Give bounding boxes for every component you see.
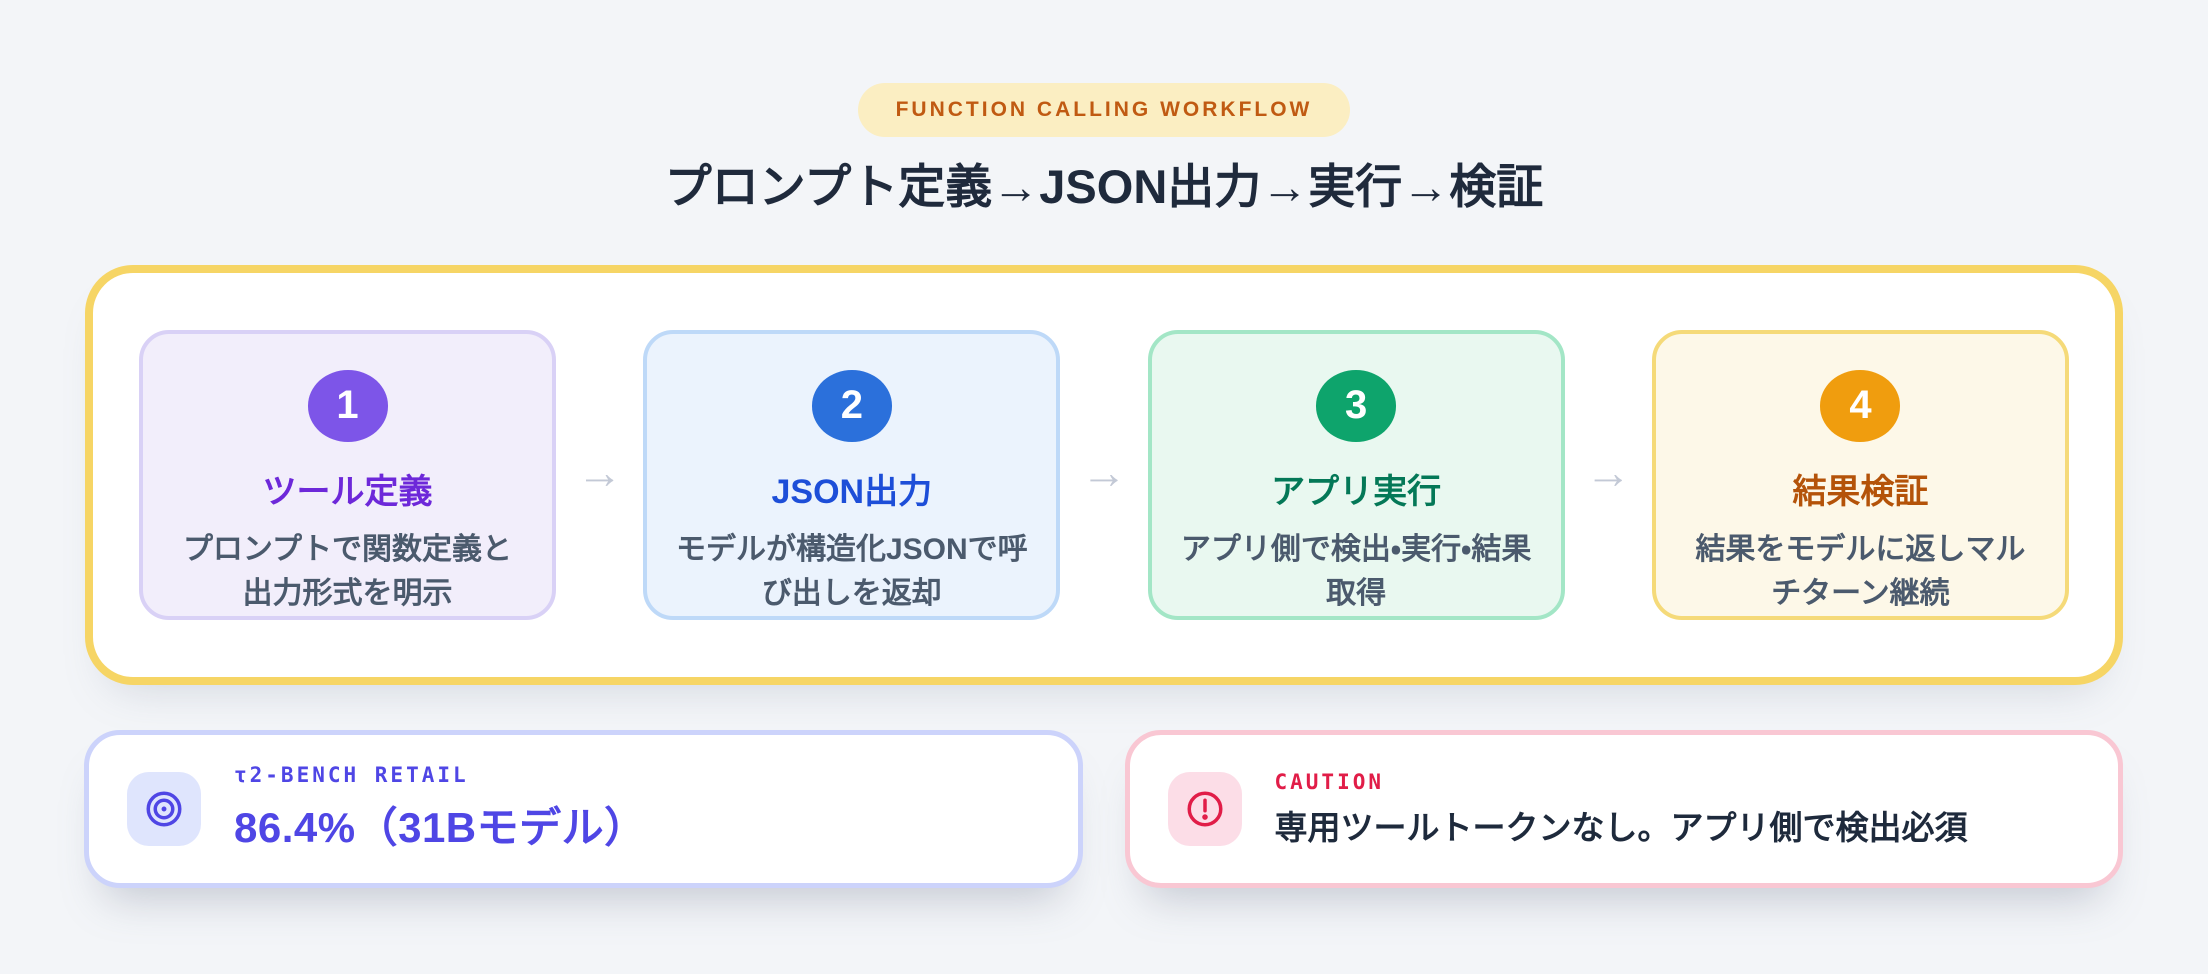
step-number: 3: [1345, 383, 1368, 428]
page-title: プロンプト定義→JSON出力→実行→検証: [664, 160, 1544, 213]
step-number-badge: 3: [1316, 370, 1397, 442]
benchmark-value: 86.4%（31Bモデル）: [234, 804, 647, 852]
arrow-right-icon: →: [576, 446, 623, 499]
benchmark-label: τ2-BENCH RETAIL: [234, 763, 469, 788]
step-title: ツール定義: [262, 472, 433, 511]
step-card-json-output: 2 JSON出力 モデルが構造化JSONで呼び出しを返却: [643, 330, 1061, 621]
bullseye-icon: [143, 788, 185, 830]
caution-text-column: CAUTION 専用ツールトークンなし。アプリ側で検出必須: [1275, 770, 1968, 849]
step-title: アプリ実行: [1271, 472, 1442, 511]
benchmark-text-column: τ2-BENCH RETAIL 86.4%（31Bモデル）: [234, 763, 647, 855]
step-description: 結果をモデルに返しマルチターン継続: [1695, 532, 2026, 610]
step-card-result-verification: 4 結果検証 結果をモデルに返しマルチターン継続: [1651, 330, 2069, 621]
step-description: アプリ側で検出・実行・結果取得: [1180, 532, 1532, 610]
bullseye-icon-box: [127, 772, 201, 847]
caution-card: CAUTION 専用ツールトークンなし。アプリ側で検出必須: [1124, 730, 2123, 889]
step-card-app-execution: 3 アプリ実行 アプリ側で検出・実行・結果取得: [1147, 330, 1565, 621]
step-description: モデルが構造化JSONで呼び出しを返却: [675, 532, 1028, 610]
step-number: 2: [840, 383, 863, 428]
arrow-right-icon: →: [1585, 446, 1632, 499]
caution-label: CAUTION: [1274, 769, 1385, 794]
stats-row: τ2-BENCH RETAIL 86.4%（31Bモデル） CAUTION 専用…: [84, 730, 2123, 889]
step-number-badge: 2: [811, 370, 892, 442]
title-row: プロンプト定義→JSON出力→実行→検証: [0, 160, 2208, 213]
step-number: 1: [336, 383, 359, 428]
arrow-right-icon: →: [1080, 446, 1127, 499]
alert-circle-icon: [1184, 788, 1226, 830]
step-title: JSON出力: [771, 472, 933, 511]
workflow-panel: 1 ツール定義 プロンプトで関数定義と出力形式を明示 → 2 JSON出力 モデ…: [85, 265, 2123, 686]
step-description: プロンプトで関数定義と出力形式を明示: [182, 532, 513, 610]
caution-text: 専用ツールトークンなし。アプリ側で検出必須: [1274, 808, 1968, 846]
step-number-badge: 1: [307, 370, 388, 442]
alert-icon-box: [1167, 772, 1242, 847]
step-title: 結果検証: [1792, 472, 1929, 511]
workflow-badge: FUNCTION CALLING WORKFLOW: [857, 83, 1351, 137]
benchmark-card: τ2-BENCH RETAIL 86.4%（31Bモデル）: [84, 730, 1083, 889]
step-number: 4: [1849, 383, 1872, 428]
badge-row: FUNCTION CALLING WORKFLOW: [0, 0, 2208, 137]
step-number-badge: 4: [1820, 370, 1901, 442]
step-card-tool-definition: 1 ツール定義 プロンプトで関数定義と出力形式を明示: [139, 330, 556, 621]
